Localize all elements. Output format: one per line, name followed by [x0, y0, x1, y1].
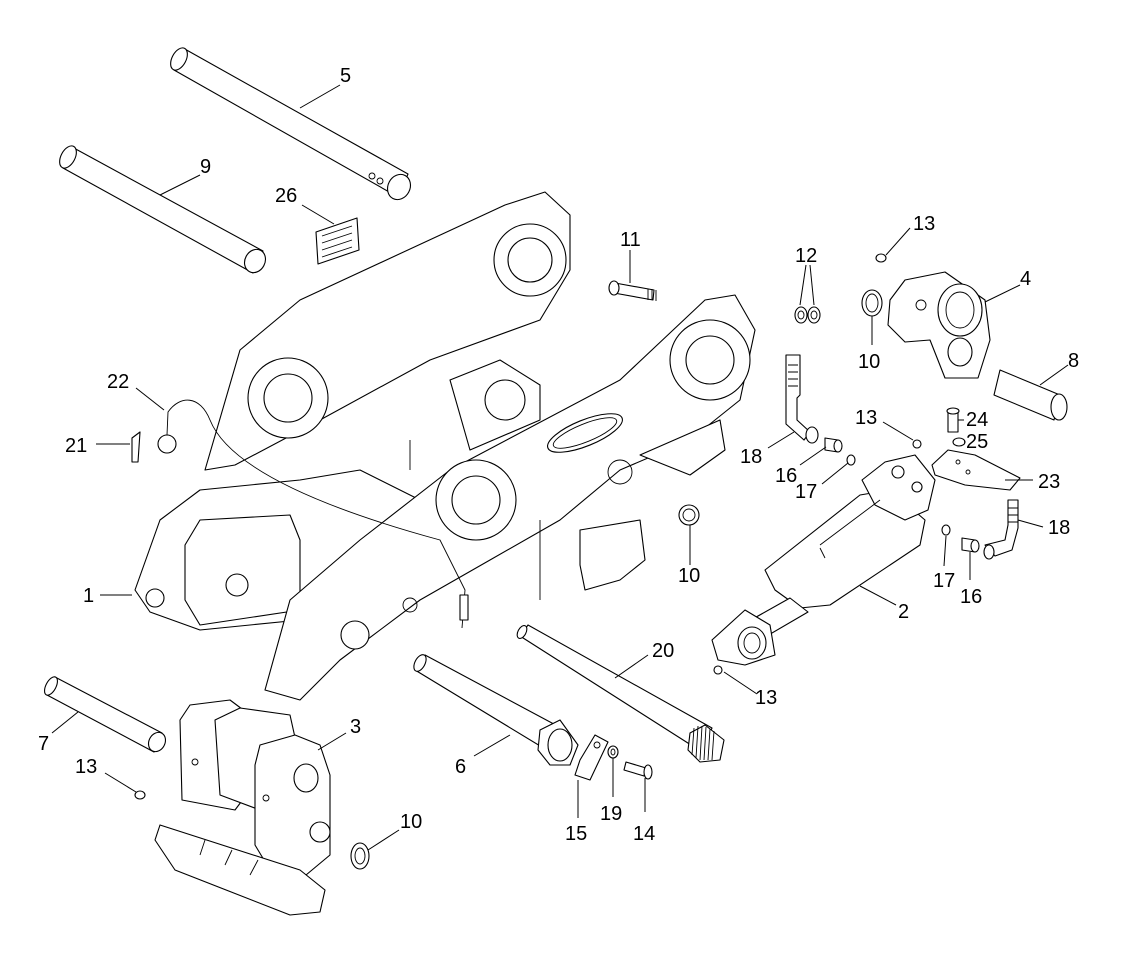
label-13-cyl: 13: [855, 407, 877, 429]
main-frame-1: [134, 191, 756, 701]
pin-9: [59, 145, 267, 274]
hose-18-lower: [983, 499, 1019, 560]
label-16-right: 16: [960, 586, 982, 608]
label-3: 3: [350, 716, 361, 738]
label-5: 5: [340, 65, 351, 87]
cylinder-2: [711, 454, 936, 666]
label-21: 21: [65, 435, 87, 457]
label-6: 6: [455, 756, 466, 778]
housing-4: [887, 271, 991, 379]
label-18-upper: 18: [740, 446, 762, 468]
o-ring-17-left: [846, 454, 856, 466]
washer-25: [952, 437, 966, 447]
hose-18-upper: [785, 354, 819, 444]
label-14: 14: [633, 823, 655, 845]
label-15: 15: [565, 823, 587, 845]
label-13-rod: 13: [755, 687, 777, 709]
label-9: 9: [200, 156, 211, 178]
label-1: 1: [83, 585, 94, 607]
pin-5: [170, 47, 412, 201]
label-22: 22: [107, 371, 129, 393]
grease-nipple-13-carrier: [134, 790, 146, 800]
label-19: 19: [600, 803, 622, 825]
label-13-top: 13: [913, 213, 935, 235]
label-17-left: 17: [795, 481, 817, 503]
label-12: 12: [795, 245, 817, 267]
label-2: 2: [898, 601, 909, 623]
carrier-3: [154, 699, 331, 916]
plate-23: [931, 449, 1021, 491]
o-ring-17-right: [941, 524, 951, 536]
bolt-14: [623, 761, 653, 780]
label-25: 25: [966, 431, 988, 453]
label-4: 4: [1020, 268, 1031, 290]
label-13-carrier: 13: [75, 756, 97, 778]
washer-19: [607, 745, 619, 759]
bolt-24: [946, 407, 960, 433]
label-plate-26: [315, 217, 360, 265]
fitting-16-left: [824, 437, 843, 453]
fittings-12: [794, 306, 821, 324]
pin-20: [516, 624, 725, 763]
grease-nipple-13-top: [875, 253, 887, 263]
label-10-lower: 10: [400, 811, 422, 833]
o-ring-10-lower: [350, 842, 370, 870]
label-23: 23: [1038, 471, 1060, 493]
label-10-upper: 10: [858, 351, 880, 373]
grease-nipple-13-cyl: [912, 439, 922, 449]
grease-nipple-13-rod: [713, 665, 723, 675]
lanyard-22: [157, 399, 469, 629]
leader-lines: [51, 84, 1069, 851]
part-labels: 5 9 26 11 12 13 4 10 8 13 24 25 23 18 16…: [38, 65, 1079, 845]
label-18-lower: 18: [1048, 517, 1070, 539]
label-20: 20: [652, 640, 674, 662]
label-10-middle: 10: [678, 565, 700, 587]
safety-pin-21: [131, 431, 141, 463]
plate-15: [574, 734, 609, 781]
pin-11: [608, 280, 657, 301]
o-ring-10-middle: [678, 504, 700, 526]
label-16-left: 16: [775, 465, 797, 487]
label-17-right: 17: [933, 570, 955, 592]
label-7: 7: [38, 733, 49, 755]
label-8: 8: [1068, 350, 1079, 372]
label-24: 24: [966, 409, 988, 431]
pin-8: [993, 369, 1068, 421]
pin-6: [413, 654, 579, 766]
fitting-16-right: [961, 537, 980, 553]
pin-7: [44, 676, 167, 753]
o-ring-10-upper-right: [861, 289, 883, 317]
label-26: 26: [275, 185, 297, 207]
label-11: 11: [620, 229, 641, 251]
